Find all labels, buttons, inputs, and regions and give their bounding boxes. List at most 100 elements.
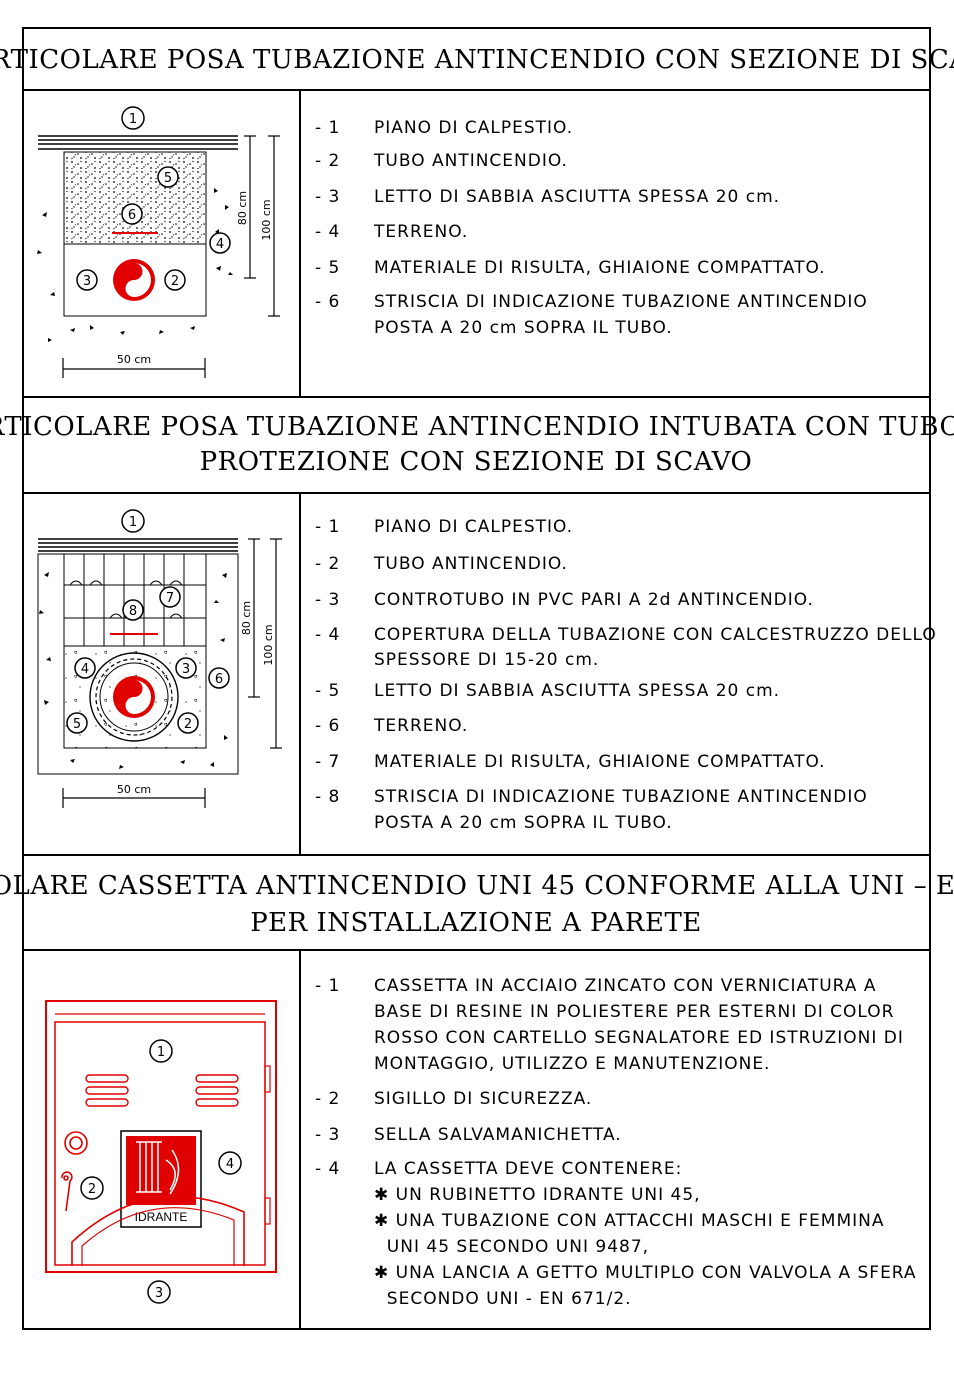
marker-4 — [218, 1151, 242, 1175]
section-2-title-line-2: PROTEZIONE CON SEZIONE DI SCAVO — [200, 447, 753, 477]
legend-text: COPERTURA DELLA TUBAZIONE CON CALCESTRUZ… — [374, 625, 937, 645]
hinge — [264, 1197, 271, 1225]
legend-number: - 1 — [315, 976, 340, 996]
hydrant-cabinet-drawing: IDRANTE 1 4 2 3 — [45, 1000, 277, 1304]
legend-text: MATERIALE DI RISULTA, GHIAIONE COMPATTAT… — [374, 258, 826, 278]
hydrant-sign — [120, 1130, 202, 1228]
marker-label: 2 — [88, 1182, 96, 1197]
marker-label: 8 — [129, 604, 137, 619]
legend-text: BASE DI RESINE IN POLIESTERE PER ESTERNI… — [374, 1002, 894, 1022]
legend-number: - 6 — [315, 716, 340, 736]
legend-text: SECONDO UNI - EN 671/2. — [374, 1289, 632, 1309]
soil-marks — [37, 188, 233, 342]
legend-number: - 1 — [315, 517, 340, 537]
dimension-80: 80 cm — [236, 191, 249, 225]
frame-separators — [23, 89, 930, 1329]
dimension-80: 80 cm — [240, 601, 253, 635]
section-3-title-line-1: PARTICOLARE CASSETTA ANTINCENDIO UNI 45 … — [0, 871, 954, 901]
marker-label: 2 — [171, 274, 179, 289]
dimension-width: 50 cm — [117, 353, 151, 366]
legend-number: - 1 — [315, 118, 340, 138]
marker-label: 1 — [129, 515, 137, 530]
legend-text: STRISCIA DI INDICAZIONE TUBAZIONE ANTINC… — [374, 787, 868, 807]
outer-frame — [22, 27, 931, 1330]
fire-pipe — [113, 259, 155, 301]
dimension-width: 50 cm — [117, 783, 151, 796]
trench-section-drawing: 1 5 6 4 3 2 80 cm 100 cm 50 cm — [37, 106, 280, 378]
marker-1 — [149, 1039, 173, 1063]
marker-label: 2 — [184, 717, 192, 732]
gravel-fill — [63, 151, 207, 245]
section-2-title-line-1: PARTICOLARE POSA TUBAZIONE ANTINCENDIO I… — [0, 412, 954, 442]
marker-label: 7 — [166, 591, 174, 606]
hinge — [264, 1065, 271, 1093]
legend-text: STRISCIA DI INDICAZIONE TUBAZIONE ANTINC… — [374, 292, 868, 312]
legend-text: LETTO DI SABBIA ASCIUTTA SPESSA 20 cm. — [374, 681, 780, 701]
pavement-surface — [38, 538, 238, 552]
legend-text: CONTROTUBO IN PVC PARI A 2d ANTINCENDIO. — [374, 590, 814, 610]
dimension-100: 100 cm — [260, 199, 273, 240]
marker-label: 3 — [182, 662, 190, 677]
section-2-legend: - 1 PIANO DI CALPESTIO. - 2 TUBO ANTINCE… — [315, 517, 937, 833]
marker-3 — [147, 1280, 171, 1304]
legend-number: - 4 — [315, 1159, 340, 1179]
marker-2 — [177, 712, 199, 734]
marker-1 — [121, 106, 145, 130]
cabinet-door — [54, 1021, 266, 1266]
legend-number: - 8 — [315, 787, 340, 807]
section-3-title-line-2: PER INSTALLAZIONE A PARETE — [250, 908, 702, 938]
marker-4 — [74, 657, 96, 679]
legend-text: TUBO ANTINCENDIO. — [373, 554, 568, 574]
legend-text: ✱ UN RUBINETTO IDRANTE UNI 45, — [374, 1185, 701, 1205]
legend-text: POSTA A 20 cm SOPRA IL TUBO. — [374, 318, 673, 338]
dimension-lines — [62, 135, 280, 378]
legend-text: ROSSO CON CARTELLO SEGNALATORE ED ISTRUZ… — [374, 1028, 904, 1048]
sleeved-trench-drawing: 1 7 8 4 3 6 5 2 80 cm 100 cm 50 cm — [37, 509, 282, 808]
legend-number: - 4 — [315, 625, 340, 645]
legend-number: - 2 — [315, 1089, 340, 1109]
legend-text: UNI 45 SECONDO UNI 9487, — [374, 1237, 649, 1257]
legend-text: TERRENO. — [373, 222, 468, 242]
legend-text: LETTO DI SABBIA ASCIUTTA SPESSA 20 cm. — [374, 187, 780, 207]
legend-text: PIANO DI CALPESTIO. — [374, 517, 573, 537]
marker-label: 5 — [73, 717, 81, 732]
legend-text: PIANO DI CALPESTIO. — [374, 118, 573, 138]
marker-label: 3 — [155, 1286, 163, 1301]
legend-text: SELLA SALVAMANICHETTA. — [374, 1125, 622, 1145]
marker-label: 4 — [226, 1157, 234, 1172]
dimension-lines — [62, 538, 282, 808]
section-1-title: PARTICOLARE POSA TUBAZIONE ANTINCENDIO C… — [0, 45, 954, 75]
marker-label: 4 — [81, 662, 89, 677]
part-markers — [76, 106, 231, 291]
marker-label: 6 — [215, 672, 223, 687]
section-1-legend: - 1 PIANO DI CALPESTIO. - 2 TUBO ANTINCE… — [315, 118, 868, 338]
legend-number: - 5 — [315, 258, 340, 278]
hose-reel-icon — [136, 1141, 180, 1195]
marker-label: 1 — [129, 112, 137, 127]
sign-red-area — [126, 1136, 196, 1205]
ventilation-slots — [85, 1074, 239, 1107]
pvc-sleeve — [89, 652, 179, 742]
marker-3 — [175, 657, 197, 679]
part-markers — [66, 509, 230, 734]
security-seal — [61, 1131, 88, 1212]
marker-4 — [209, 232, 231, 254]
legend-text: SIGILLO DI SICUREZZA. — [374, 1089, 592, 1109]
section-3-legend: - 1 CASSETTA IN ACCIAIO ZINCATO CON VERN… — [315, 976, 917, 1309]
legend-number: - 2 — [315, 554, 340, 574]
legend-text: POSTA A 20 cm SOPRA IL TUBO. — [374, 813, 673, 833]
legend-number: - 5 — [315, 681, 340, 701]
pavement-surface — [38, 135, 238, 150]
legend-text: ✱ UNA LANCIA A GETTO MULTIPLO CON VALVOL… — [374, 1263, 917, 1283]
marker-label: 4 — [216, 237, 224, 252]
marker-5 — [66, 712, 88, 734]
dimension-100: 100 cm — [262, 624, 275, 665]
marker-5 — [157, 166, 179, 188]
legend-number: - 4 — [315, 222, 340, 242]
marker-3 — [76, 269, 98, 291]
legend-text: TUBO ANTINCENDIO. — [373, 151, 568, 171]
legend-text: LA CASSETTA DEVE CONTENERE: — [374, 1159, 682, 1179]
marker-label: 3 — [83, 274, 91, 289]
sign-label: IDRANTE — [135, 1210, 188, 1224]
